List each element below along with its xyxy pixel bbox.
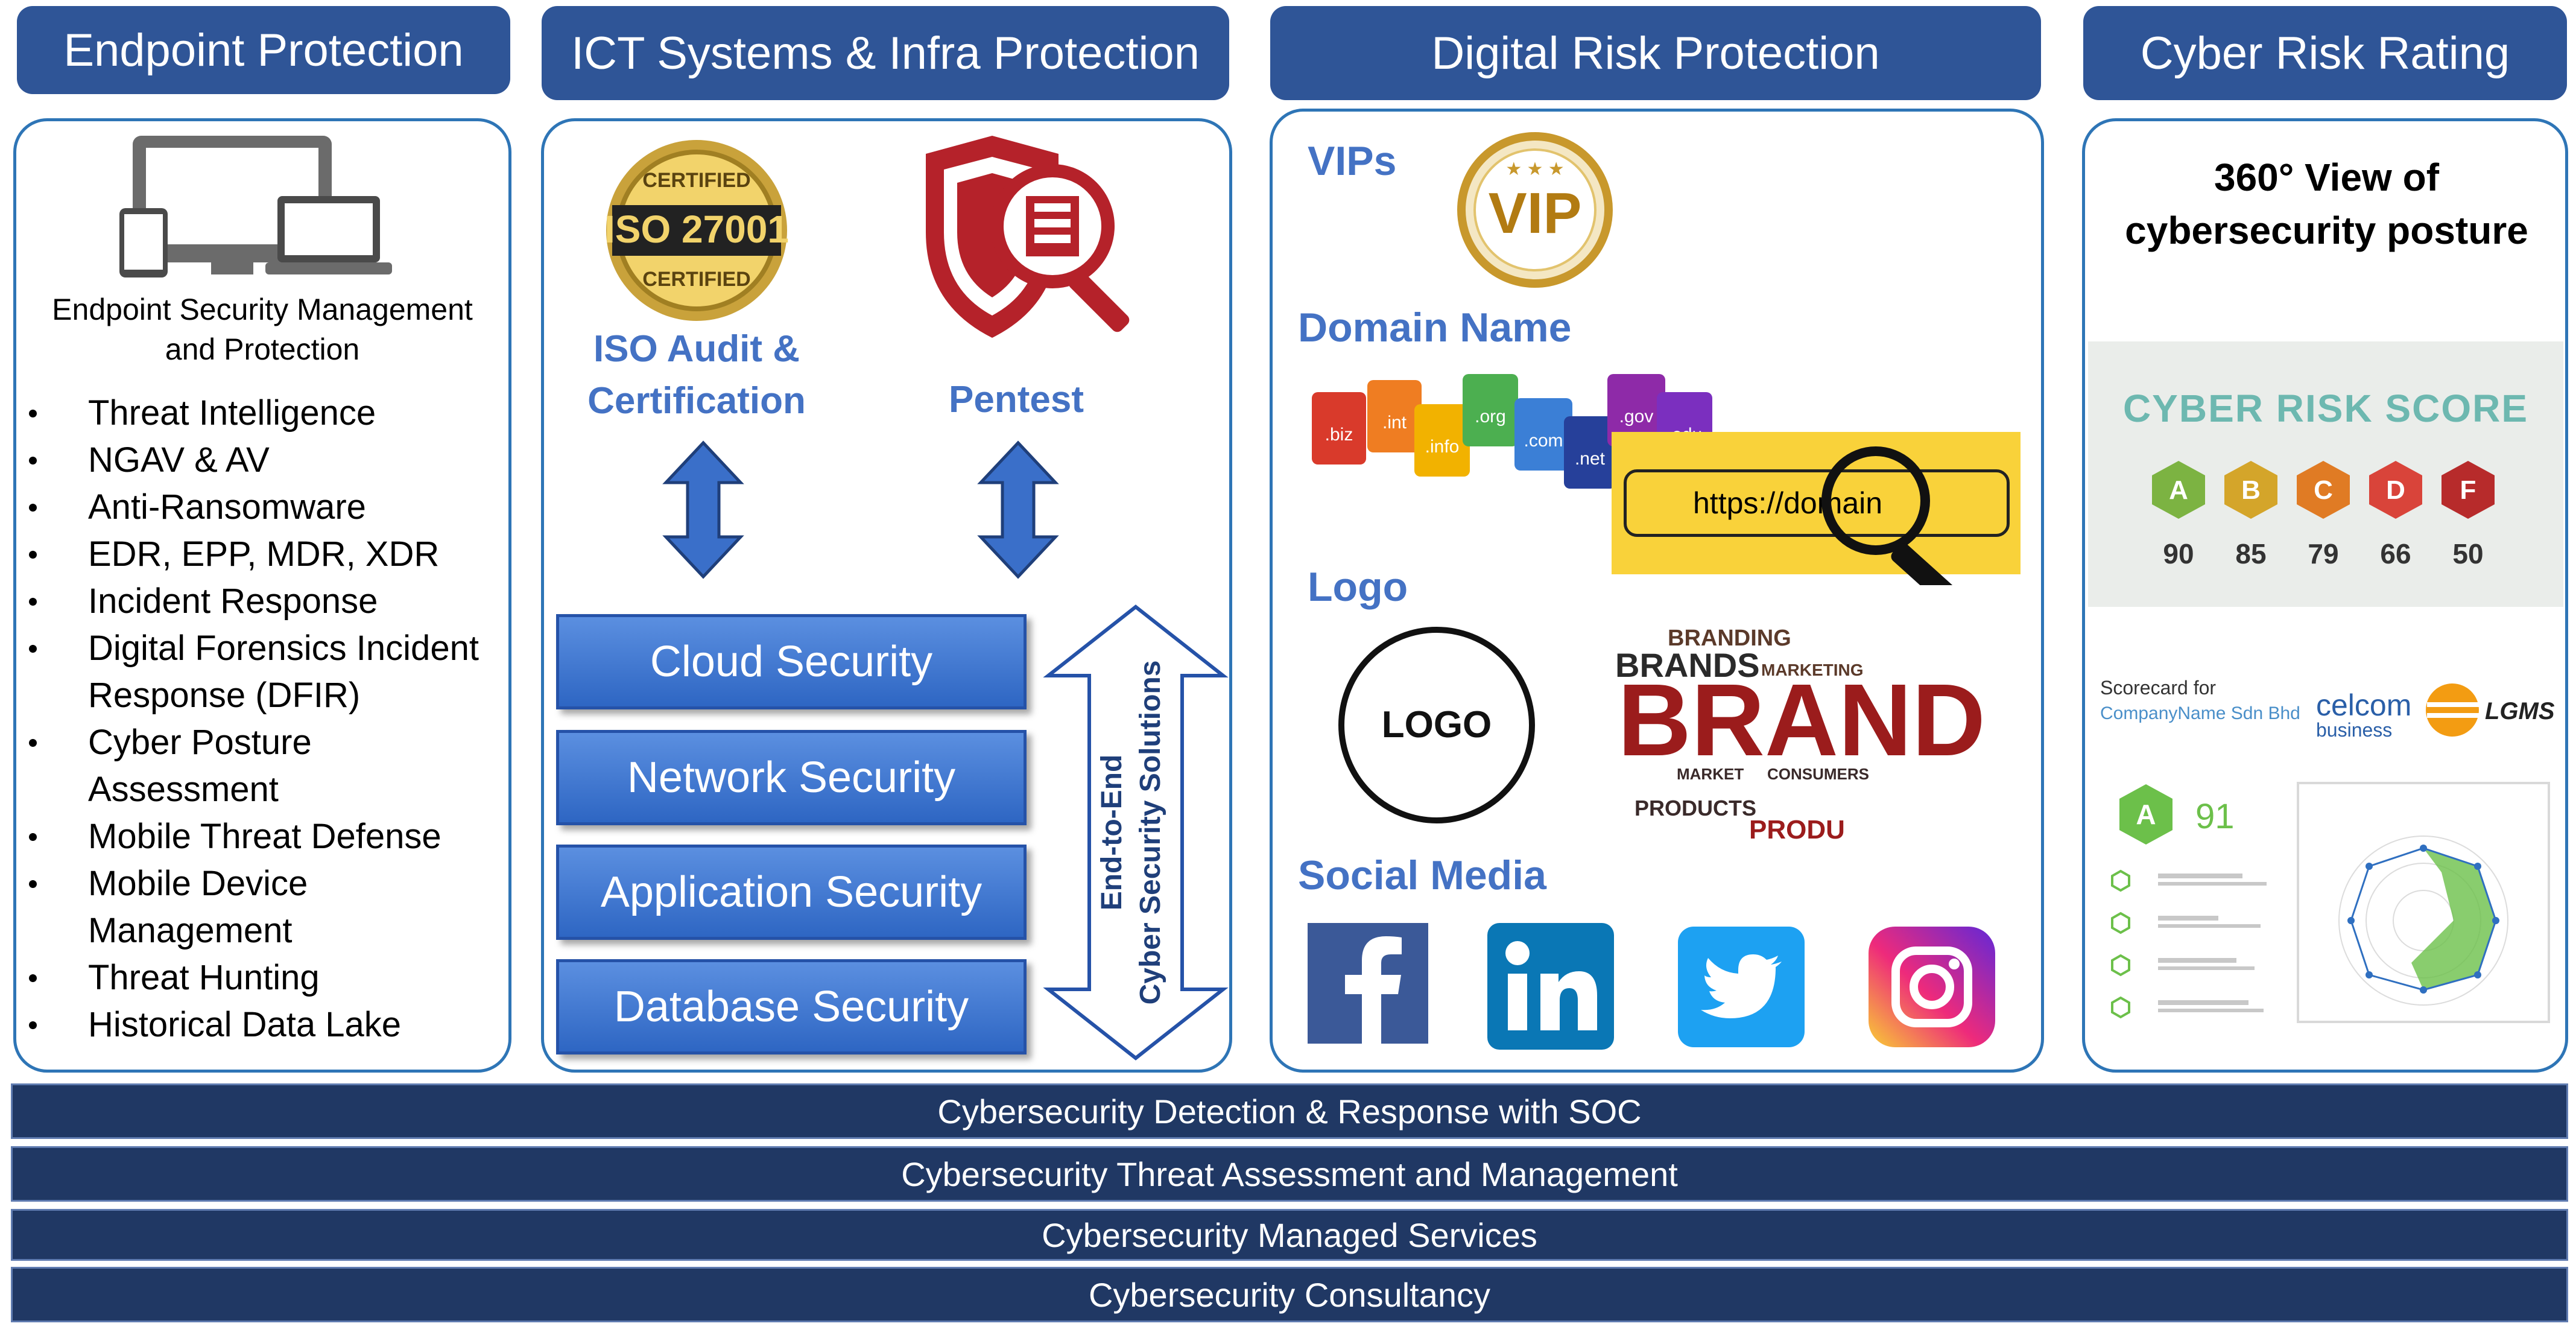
- domain-tag: .net: [1575, 449, 1606, 469]
- list-item: Incident Response: [16, 578, 498, 625]
- ict-protection-header: ICT Systems & Infra Protection: [542, 6, 1229, 100]
- cyber-risk-rating-header: Cyber Risk Rating: [2083, 6, 2567, 100]
- end-to-end-arrow: End-to-End Cyber Security Solutions: [1043, 604, 1229, 1061]
- consultancy-bar: Cybersecurity Consultancy: [11, 1267, 2568, 1322]
- scorecard-grade-hexagon: A: [2119, 784, 2173, 845]
- list-item: EDR, EPP, MDR, XDR: [16, 531, 498, 578]
- grade-letter: C: [2314, 475, 2333, 505]
- brand-main-word: BRAND: [1618, 663, 1986, 778]
- devices-icon: [119, 136, 392, 277]
- list-item: Cyber Posture Assessment: [16, 719, 498, 813]
- facebook-icon: [1308, 923, 1428, 1044]
- brand-word: BRANDING: [1668, 626, 1791, 651]
- brand-word: PRODU: [1749, 815, 1845, 845]
- celcom-business-text: business: [2316, 719, 2393, 741]
- domain-tag: .com: [1524, 431, 1563, 451]
- digital-risk-panel: [1270, 109, 2044, 1073]
- list-item: Threat Hunting: [16, 954, 498, 1001]
- list-item: Historical Data Lake: [16, 1001, 498, 1048]
- iso-seal-top-text: CERTIFIED: [642, 169, 750, 192]
- soc-detection-response-bar: Cybersecurity Detection & Response with …: [11, 1083, 2568, 1139]
- endpoint-caption: Endpoint Security Management and Protect…: [52, 293, 473, 366]
- brand-word-cloud: BRANDING BRANDS MARKETING BRAND PRODUCTS…: [1615, 626, 1986, 845]
- domain-name-label: Domain Name: [1298, 305, 1572, 350]
- brand-word: MARKETING: [1761, 661, 1864, 679]
- posture-heading: 360° View of cybersecurity posture: [2125, 156, 2528, 252]
- domain-tag: .biz: [1325, 425, 1353, 445]
- grade-score: 90: [2163, 538, 2194, 569]
- grade-letter: F: [2460, 475, 2476, 505]
- iso-certified-seal: CERTIFIED ISO 27001 CERTIFIED: [604, 140, 789, 321]
- grade-score: 85: [2235, 538, 2266, 569]
- domain-tag: .int: [1382, 413, 1407, 433]
- managed-services-bar: Cybersecurity Managed Services: [11, 1209, 2568, 1261]
- endpoint-services-list: Threat Intelligence NGAV & AV Anti-Ranso…: [16, 390, 498, 1048]
- vips-label: VIPs: [1308, 138, 1397, 184]
- logo-label: Logo: [1308, 564, 1408, 610]
- iso-seal-main-text: ISO 27001: [604, 208, 789, 251]
- domain-tag: .gov: [1619, 407, 1654, 427]
- cyber-risk-score-title: CYBER RISK SCORE: [2122, 387, 2529, 430]
- brand-word: MARKET: [1677, 765, 1744, 783]
- grade-score: 50: [2452, 538, 2483, 569]
- grade-letter: D: [2386, 475, 2405, 505]
- double-arrow-icon: [662, 440, 744, 579]
- scorecard-company: CompanyName Sdn Bhd: [2100, 703, 2300, 723]
- end-to-end-sublabel: Cyber Security Solutions: [1135, 661, 1166, 1005]
- list-item: Mobile Threat Defense: [16, 813, 498, 860]
- grade-letter: A: [2169, 475, 2188, 505]
- iso-seal-bottom-text: CERTIFIED: [642, 268, 750, 291]
- scorecard-factor-list: [2111, 869, 2267, 1019]
- end-to-end-label: End-to-End: [1096, 755, 1128, 911]
- threat-assessment-bar: Cybersecurity Threat Assessment and Mana…: [11, 1146, 2568, 1202]
- list-item: Mobile Device Management: [16, 860, 498, 954]
- linkedin-icon: [1487, 923, 1614, 1050]
- pentest-shield-icon: [926, 136, 1130, 338]
- list-item: Threat Intelligence: [16, 390, 498, 437]
- grade-score: 79: [2308, 538, 2338, 569]
- domain-tag: .info: [1425, 437, 1460, 457]
- scorecard-title: Scorecard for: [2100, 677, 2217, 699]
- lgms-logo-icon: LGMS: [2426, 683, 2555, 737]
- logo-circle: LOGO: [1338, 627, 1535, 823]
- list-item: Digital Forensics Incident Response (DFI…: [16, 625, 498, 719]
- lgms-logo-text: LGMS: [2485, 698, 2555, 725]
- endpoint-protection-header: Endpoint Protection: [17, 6, 510, 94]
- scorecard-radar-chart: [2297, 782, 2550, 1023]
- cloud-security-block: Cloud Security: [556, 614, 1027, 709]
- list-item: NGAV & AV: [16, 437, 498, 484]
- brand-word: CONSUMERS: [1767, 765, 1869, 783]
- social-media-label: Social Media: [1298, 852, 1546, 898]
- brand-word: BRANDS: [1615, 646, 1760, 684]
- double-arrow-icon: [977, 440, 1059, 579]
- list-item: Anti-Ransomware: [16, 484, 498, 531]
- pentest-label: Pentest: [949, 379, 1084, 420]
- domain-url-field: https://domain: [1624, 469, 2010, 537]
- database-security-block: Database Security: [556, 959, 1027, 1054]
- iso-audit-label: ISO Audit & Certification: [587, 328, 806, 422]
- magnifier-icon: [1821, 446, 1955, 585]
- svg-text:★ ★ ★: ★ ★ ★: [1505, 159, 1564, 179]
- brand-word: PRODUCTS: [1635, 796, 1756, 820]
- logo-circle-text: LOGO: [1382, 704, 1492, 746]
- vip-badge: ★ ★ ★ VIP: [1457, 132, 1613, 288]
- grade-score: 66: [2380, 538, 2411, 569]
- twitter-icon: [1678, 927, 1805, 1047]
- grade-hexagon-row: A 90 B 85 C 79 D 66 F 50: [2152, 461, 2495, 569]
- application-security-block: Application Security: [556, 845, 1027, 940]
- digital-risk-protection-header: Digital Risk Protection: [1270, 6, 2041, 100]
- scorecard-score: 91: [2195, 797, 2235, 836]
- celcom-logo-text: celcom: [2316, 688, 2412, 722]
- endpoint-panel: [13, 118, 511, 1073]
- vip-badge-text: VIP: [1489, 181, 1582, 246]
- instagram-icon: [1869, 927, 1995, 1047]
- network-security-block: Network Security: [556, 730, 1027, 825]
- grade-letter: B: [2241, 475, 2261, 505]
- scorecard-grade: A: [2136, 799, 2156, 830]
- domain-tag: .org: [1475, 407, 1506, 427]
